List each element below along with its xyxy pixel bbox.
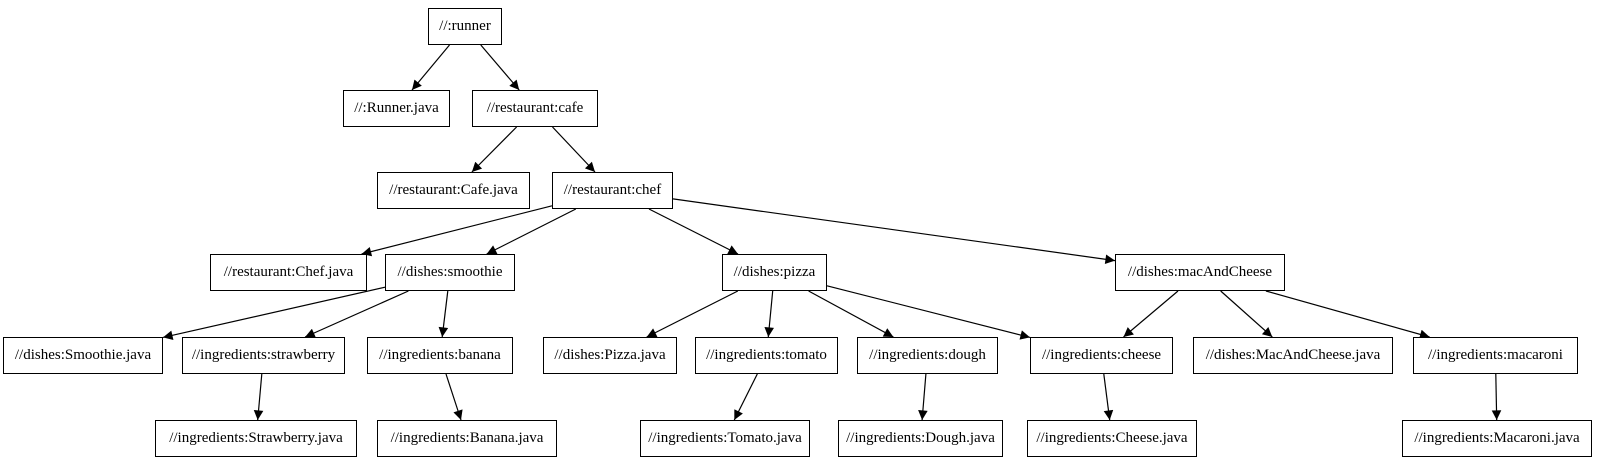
edge-smoothie-to-strawberry [304,290,409,338]
graph-node-runner: //:runner [428,8,502,45]
edge-chef-to-chef_java [361,205,553,257]
graph-node-cafe_java: //restaurant:Cafe.java [377,172,530,209]
graph-node-macandcheese: //dishes:macAndCheese [1115,254,1285,291]
graph-node-banana: //ingredients:banana [367,337,513,374]
graph-node-tomato: //ingredients:tomato [695,337,838,374]
edge-dough-to-dough_java [918,373,928,421]
graph-node-dough_java: //ingredients:Dough.java [838,420,1003,457]
edge-macandcheese-to-cheese [1123,290,1179,338]
edge-cafe-to-chef [552,126,596,173]
edge-cheese-to-cheese_java [1103,373,1114,421]
edge-smoothie-to-smoothie_java [162,286,386,340]
edge-tomato-to-tomato_java [733,373,758,421]
edge-macandcheese-to-macandcheese_java [1220,290,1273,338]
edge-pizza-to-cheese [826,285,1031,340]
edge-strawberry-to-strawberry_java [253,373,264,421]
graph-node-tomato_java: //ingredients:Tomato.java [640,420,810,457]
edge-pizza-to-tomato [764,290,774,338]
edge-chef-to-smoothie [486,208,577,255]
edge-pizza-to-dough [808,290,894,338]
graph-node-pizza: //dishes:pizza [722,254,827,291]
graph-node-banana_java: //ingredients:Banana.java [377,420,557,457]
graph-node-strawberry: //ingredients:strawberry [182,337,345,374]
edge-banana-to-banana_java [445,373,463,421]
graph-node-macaroni_java: //ingredients:Macaroni.java [1402,420,1592,457]
edge-macandcheese-to-macaroni [1265,290,1430,340]
edge-chef-to-pizza [648,208,739,255]
edge-runner-to-runner_java [411,44,450,91]
edge-cafe-to-cafe_java [471,126,518,173]
graph-node-dough: //ingredients:dough [857,337,998,374]
graph-node-strawberry_java: //ingredients:Strawberry.java [155,420,357,457]
graph-node-pizza_java: //dishes:Pizza.java [543,337,677,374]
edge-runner-to-cafe [480,44,520,91]
graph-node-chef: //restaurant:chef [552,172,673,209]
graph-node-chef_java: //restaurant:Chef.java [210,254,367,291]
graph-node-macandcheese_java: //dishes:MacAndCheese.java [1193,337,1393,374]
edges-group [162,44,1502,421]
edge-smoothie-to-banana [438,290,449,338]
graph-node-cheese_java: //ingredients:Cheese.java [1027,420,1197,457]
graph-node-smoothie: //dishes:smoothie [385,254,515,291]
graph-node-smoothie_java: //dishes:Smoothie.java [3,337,163,374]
edge-pizza-to-pizza_java [646,290,739,338]
graph-node-cheese: //ingredients:cheese [1030,337,1173,374]
graph-node-runner_java: //:Runner.java [343,90,450,127]
edge-chef-to-macandcheese [672,198,1116,265]
graph-node-cafe: //restaurant:cafe [472,90,598,127]
edge-macaroni-to-macaroni_java [1491,373,1502,421]
graph-node-macaroni: //ingredients:macaroni [1413,337,1578,374]
